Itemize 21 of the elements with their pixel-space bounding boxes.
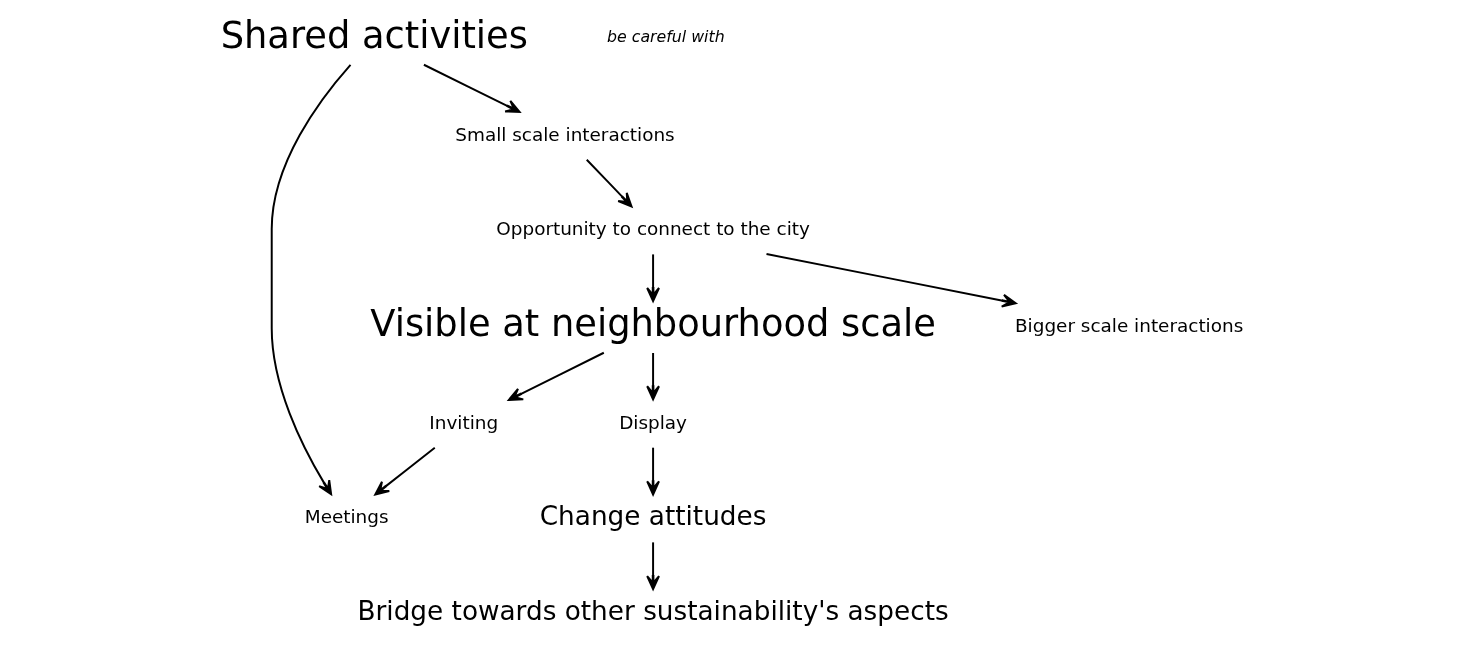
- arrow: [374, 446, 436, 496]
- node-text: Meetings: [304, 506, 389, 528]
- arrow: [646, 352, 660, 401]
- node-text: Change attitudes: [539, 500, 767, 531]
- node-text: Inviting: [429, 411, 499, 433]
- arrow: [585, 158, 633, 208]
- arrow: [507, 351, 605, 401]
- arrow: [422, 63, 521, 113]
- arrow: [765, 253, 1017, 308]
- node-text: Visible at neighbourhood scale: [370, 302, 936, 346]
- arrow: [646, 541, 660, 591]
- node-text: Small scale interactions: [455, 123, 675, 145]
- node-text: Shared activities: [220, 14, 528, 58]
- arrow: [646, 446, 660, 496]
- label: be careful with: [607, 26, 725, 46]
- node-text: Display: [619, 411, 688, 433]
- node-text: Bridge towards other sustainability's aspects: [357, 595, 949, 626]
- node-text: Opportunity to connect to the city: [496, 218, 810, 240]
- arrow: [270, 63, 352, 496]
- node-text: Bigger scale interactions: [1014, 314, 1244, 336]
- arrow: [646, 253, 660, 303]
